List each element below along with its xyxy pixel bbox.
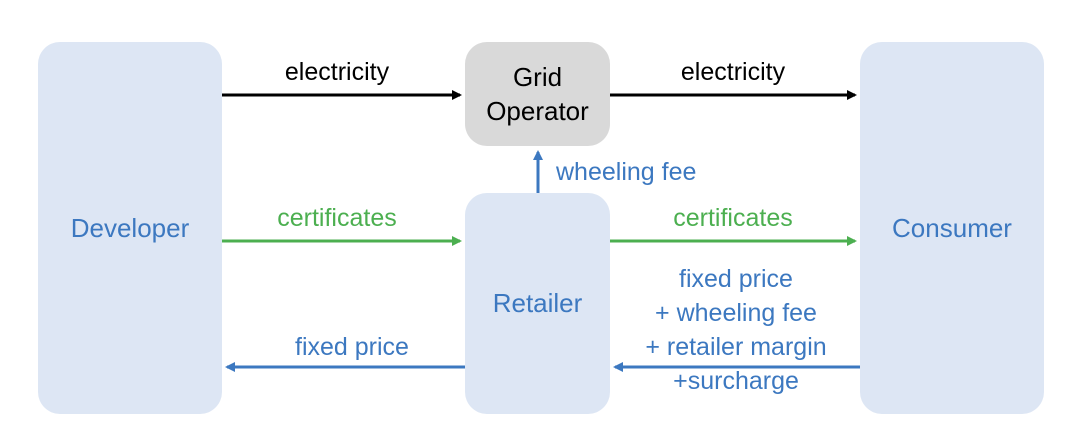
- consumer-payment-label: fixed price + wheeling fee + retailer ma…: [618, 262, 854, 398]
- consumer-label: Consumer: [892, 212, 1012, 243]
- payment-line-surcharge: +surcharge: [673, 367, 799, 395]
- certificates-label-left: certificates: [277, 204, 397, 232]
- grid-operator-label-line1: Grid: [512, 62, 563, 92]
- fixed-price-label-left: fixed price: [295, 333, 409, 361]
- grid-operator-node: Grid Operator: [465, 42, 610, 146]
- developer-label: Developer: [70, 212, 190, 243]
- wheeling-fee-label: wheeling fee: [556, 158, 697, 186]
- grid-operator-label-line2: Operator: [486, 96, 589, 126]
- payment-line-fixed-price: fixed price: [679, 265, 793, 293]
- payment-line-wheeling-fee: + wheeling fee: [655, 299, 817, 327]
- consumer-node: Consumer: [860, 42, 1044, 414]
- payment-line-retailer-margin: + retailer margin: [645, 333, 827, 361]
- retailer-node: Retailer: [465, 193, 610, 414]
- certificates-label-right: certificates: [673, 204, 793, 232]
- developer-node: Developer: [38, 42, 222, 414]
- electricity-label-right: electricity: [680, 58, 786, 86]
- electricity-label-left: electricity: [284, 58, 390, 86]
- retailer-label: Retailer: [492, 288, 583, 318]
